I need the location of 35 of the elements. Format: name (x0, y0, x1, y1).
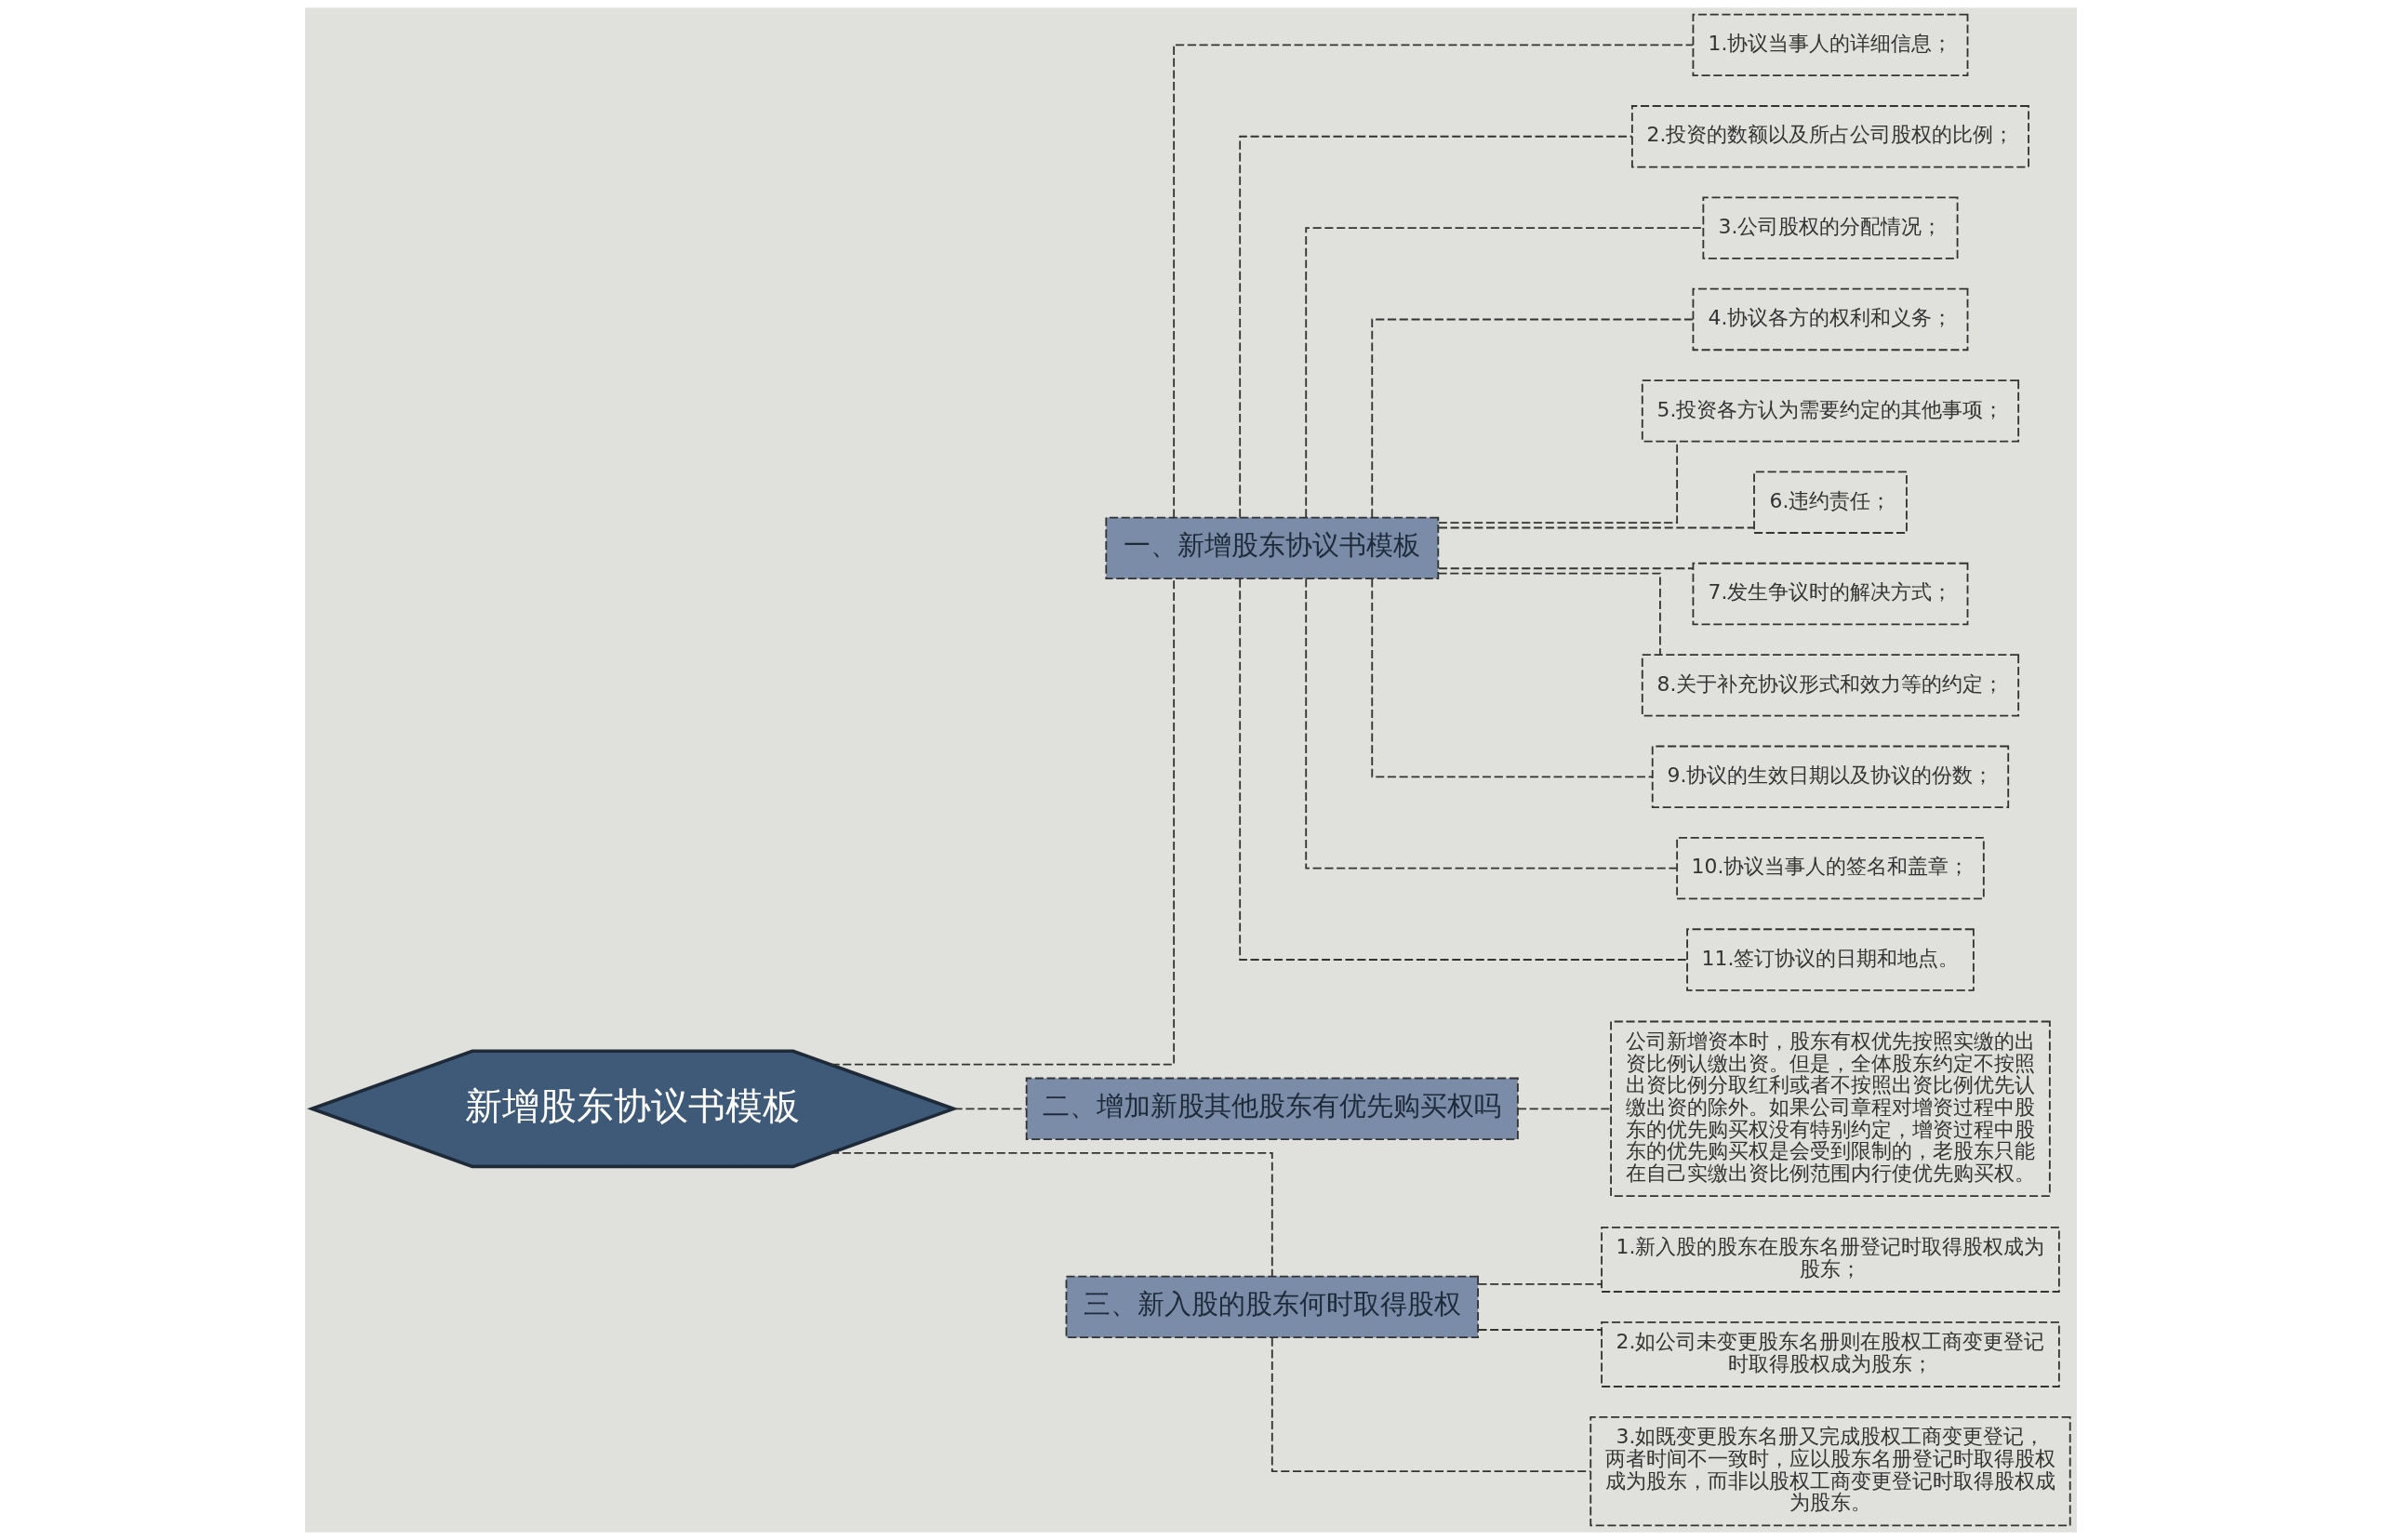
node-box: 公司新增资本时，股东有权优先按照实缴的出资比例认缴出资。但是，全体股东约定不按照出资比例分取红利或者不按照出资比例优先认缴出资的除外。如果公司章程对增资过程中股东的优先购买权没有特别约定，增资过程中股东的优先购买权是会受到限制的，老股东只能在自己实缴出资比例范围内行使优先购买权。 (1609, 1020, 2051, 1197)
node-box: 11.签订协议的日期和地点。 (1685, 928, 1975, 991)
connector (1304, 578, 1678, 870)
node-box: 3.公司股权的分配情况； (1701, 196, 1958, 259)
connector (1437, 567, 1694, 570)
node-box: 10.协议当事人的签名和盖章； (1675, 836, 1985, 900)
node-box: 4.协议各方的权利和义务； (1692, 287, 1968, 352)
node-box: 2.投资的数额以及所占公司股权的比例； (1630, 105, 2029, 168)
connector (829, 1152, 1273, 1277)
connector (1238, 135, 1633, 519)
connector (952, 1108, 1027, 1110)
connector (1238, 578, 1687, 961)
connector (1437, 572, 1661, 656)
node-box: 3.如既变更股东名册又完成股权工商变更登记，两者时间不一致时，应以股东名册登记时取得股权成为股东，而非以股权工商变更登记时取得股权成为股东。 (1589, 1415, 2071, 1527)
node-box: 8.关于补充协议形式和效力等的约定； (1641, 654, 2019, 717)
node-box: 6.违约责任； (1752, 471, 1908, 534)
connector (1477, 1282, 1603, 1285)
node-box: 2.如公司未变更股东名册则在股权工商变更登记时取得股权成为股东； (1600, 1321, 2060, 1387)
connector (1270, 1336, 1591, 1472)
connector (1437, 526, 1754, 529)
connector (1304, 227, 1704, 519)
node-box: 1.协议当事人的详细信息； (1692, 13, 1968, 77)
node-box: 9.协议的生效日期以及协议的份数； (1651, 745, 2009, 808)
connector (1370, 578, 1653, 778)
node-box: 7.发生争议时的解决方式； (1692, 562, 1968, 626)
node-box: 1.新入股的股东在股东名册登记时取得股权成为股东； (1600, 1226, 2060, 1293)
connector (1477, 1329, 1603, 1331)
connector (1370, 318, 1694, 519)
connector (830, 578, 1175, 1066)
node-box: 三、新入股的股东何时取得股权 (1065, 1275, 1479, 1339)
node-box: 二、增加新股其他股东有优先购买权吗 (1025, 1077, 1519, 1140)
node-box: 一、新增股东协议书模板 (1104, 516, 1439, 580)
connector (1172, 44, 1694, 519)
node-box: 5.投资各方认为需要约定的其他事项； (1641, 379, 2019, 443)
connector (1516, 1108, 1612, 1110)
